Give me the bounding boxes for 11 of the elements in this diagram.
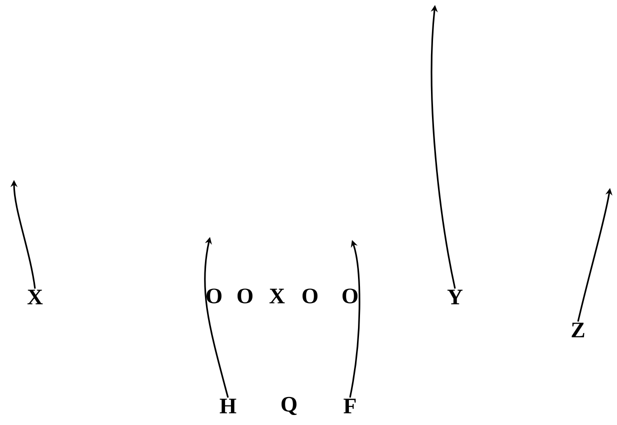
player-symbol: X [269, 288, 285, 304]
player-symbol: X [27, 290, 43, 304]
player-symbol: O [342, 288, 358, 304]
player-symbol: H [220, 398, 236, 414]
player-symbol: Q [282, 396, 297, 416]
player-symbol: O [302, 288, 318, 304]
player-symbol: F [344, 398, 356, 414]
player-symbol: O [206, 288, 222, 304]
player-symbol: Y [447, 290, 463, 304]
player-symbol: Z [572, 322, 584, 338]
player-symbol: O [238, 288, 252, 304]
